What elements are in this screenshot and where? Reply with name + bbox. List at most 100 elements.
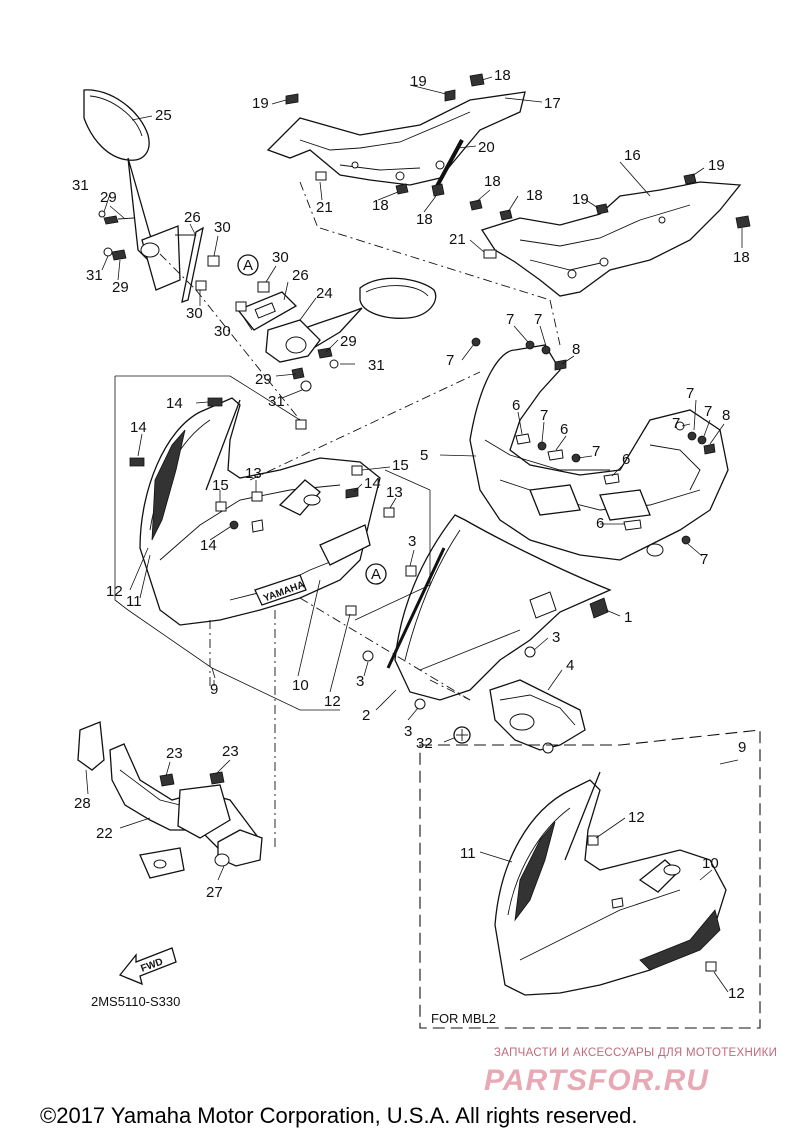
callout-19d: 19 xyxy=(572,191,589,208)
diagram-code: 2MS5110-S330 xyxy=(91,994,180,1009)
callout-11a: 11 xyxy=(126,593,142,610)
callout-14b: 14 xyxy=(130,419,147,436)
callout-16: 16 xyxy=(624,147,641,164)
bolts-18-19 xyxy=(285,73,751,229)
callout-12c: 12 xyxy=(628,809,645,826)
inner-panel-17 xyxy=(266,91,526,186)
callout-21a: 21 xyxy=(449,231,466,248)
callout-8b: 8 xyxy=(722,407,730,424)
callout-26b: 26 xyxy=(292,267,309,284)
callout-6a: 6 xyxy=(512,397,520,414)
callout-18c: 18 xyxy=(526,187,543,204)
callout-19b: 19 xyxy=(252,95,269,112)
callout-15a: 15 xyxy=(212,477,229,494)
callout-30c: 30 xyxy=(272,249,289,266)
rod-20 xyxy=(434,139,464,189)
callout-7d: 7 xyxy=(540,407,548,424)
callout-7f: 7 xyxy=(672,415,680,432)
callout-31a: 31 xyxy=(72,177,89,194)
callout-7i: 7 xyxy=(700,551,708,568)
fairing-edge-strip xyxy=(205,399,241,491)
copyright-notice: ©2017 Yamaha Motor Corporation, U.S.A. A… xyxy=(40,1103,637,1128)
bracket-4 xyxy=(489,679,586,754)
callout-4: 4 xyxy=(566,657,574,674)
variant-edge-strip xyxy=(564,771,601,861)
callout-32: 32 xyxy=(416,735,433,752)
callout-3c: 3 xyxy=(356,673,364,690)
upper-fairing-variant xyxy=(494,779,727,996)
upper-fairing-main xyxy=(139,397,381,626)
callout-12a: 12 xyxy=(106,583,123,600)
callout-7h: 7 xyxy=(704,403,712,420)
fwd-arrow-icon xyxy=(118,947,177,986)
variant-nut-12a xyxy=(587,835,599,846)
callout-3d: 3 xyxy=(404,723,412,740)
callout-17: 17 xyxy=(544,95,561,112)
callout-14c: 14 xyxy=(364,475,381,492)
callout-25: 25 xyxy=(155,107,172,124)
screws-3 xyxy=(362,565,536,710)
callout-8a: 8 xyxy=(572,341,580,358)
callout-14a: 14 xyxy=(166,395,183,412)
callout-29a: 29 xyxy=(100,189,117,206)
callout-7b: 7 xyxy=(506,311,514,328)
callout-7e: 7 xyxy=(592,443,600,460)
callout-14d: 14 xyxy=(200,537,217,554)
callout-18e: 18 xyxy=(372,197,389,214)
callout-28: 28 xyxy=(74,795,91,812)
svg-text:A: A xyxy=(243,257,253,274)
callout-12b: 12 xyxy=(324,693,341,710)
callout-7c: 7 xyxy=(534,311,542,328)
callout-2: 2 xyxy=(362,707,370,724)
callout-11b: 11 xyxy=(460,845,476,862)
callout-18d: 18 xyxy=(484,173,501,190)
callout-labels: 25 16 17 20 19 19 18 19 18 19 18 18 21 2… xyxy=(72,67,750,1002)
callout-21b: 21 xyxy=(316,199,333,216)
assembly-lines xyxy=(159,181,561,850)
variant-box xyxy=(419,729,761,1029)
callout-9b: 9 xyxy=(738,739,746,756)
callout-10b: 10 xyxy=(702,855,719,872)
svg-text:A: A xyxy=(371,566,381,583)
callout-6b: 6 xyxy=(560,421,568,438)
stay-22 xyxy=(77,721,263,879)
callout-19a: 19 xyxy=(410,73,427,90)
mirror-left xyxy=(83,89,204,303)
callout-1: 1 xyxy=(624,609,632,626)
callout-9a: 9 xyxy=(210,681,218,698)
callout-23b: 23 xyxy=(222,743,239,760)
callout-29d: 29 xyxy=(255,371,272,388)
callout-20: 20 xyxy=(478,139,495,156)
callout-31b: 31 xyxy=(86,267,103,284)
windshield-trim xyxy=(386,547,446,669)
callout-5: 5 xyxy=(420,447,428,464)
callout-23a: 23 xyxy=(166,745,183,762)
leader-lines xyxy=(85,76,743,993)
mirror-screws xyxy=(98,210,339,392)
callout-13a: 13 xyxy=(245,465,262,482)
callout-26a: 26 xyxy=(184,209,201,226)
callout-18f: 18 xyxy=(416,211,433,228)
callout-27: 27 xyxy=(206,884,223,901)
callout-31d: 31 xyxy=(268,393,285,410)
callout-10a: 10 xyxy=(292,677,309,694)
callout-29b: 29 xyxy=(112,279,129,296)
fasteners-13-14-15 xyxy=(129,397,395,616)
reference-marker-a-1: A xyxy=(237,254,259,276)
inner-cowl-5 xyxy=(469,344,729,561)
inner-panel-16 xyxy=(480,181,742,297)
variant-label: FOR MBL2 xyxy=(431,1011,496,1026)
watermark-tagline: ЗАПЧАСТИ И АКСЕССУАРЫ ДЛЯ МОТОТЕХНИКИ xyxy=(494,1047,777,1059)
bracket-lines xyxy=(114,375,431,711)
windshield-2 xyxy=(394,514,612,701)
callout-7a: 7 xyxy=(446,352,454,369)
reference-marker-a-2: A xyxy=(365,563,387,585)
watermark-site: PARTSFOR.RU xyxy=(484,1064,709,1097)
callout-13b: 13 xyxy=(386,484,403,501)
variant-nut-12b xyxy=(705,961,717,972)
callout-24: 24 xyxy=(316,285,333,302)
callout-18a: 18 xyxy=(494,67,511,84)
callout-30b: 30 xyxy=(186,305,203,322)
